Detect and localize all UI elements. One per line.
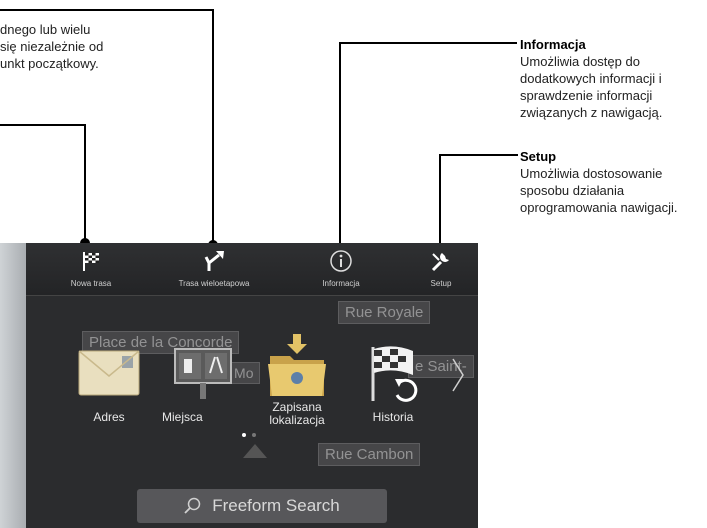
next-page-arrow-icon[interactable] (448, 355, 468, 395)
nowa-trasa-label: Nowa trasa (70, 279, 112, 288)
nowa-trasa-button[interactable]: Nowa trasa (41, 247, 141, 288)
page-dot-active (242, 433, 246, 437)
freeform-search-bar[interactable]: Freeform Search (137, 489, 387, 523)
informacja-button[interactable]: Informacja (291, 247, 391, 288)
wrench-icon (431, 253, 449, 272)
trasa-wieloetapowa-button[interactable]: Trasa wieloetapowa (164, 247, 264, 288)
callout-line: dnego lub wielu (0, 22, 91, 37)
callout-title: Setup (520, 149, 557, 164)
zapisana-lokalizacja-tile[interactable]: Zapisana lokalizacja (252, 331, 342, 427)
route-split-icon (204, 251, 224, 271)
search-placeholder: Freeform Search (212, 496, 340, 515)
callout-line: dodatkowych informacji i (520, 71, 662, 86)
historia-tile[interactable]: Historia (348, 343, 438, 424)
callout-setup: Setup Umożliwia dostosowanie sposobu dzi… (520, 148, 678, 216)
adres-label: Adres (93, 410, 125, 424)
callout-line: oprogramowania nawigacji. (520, 200, 678, 215)
street-label: Rue Royale (338, 301, 431, 324)
callout-line: Umożliwia dostosowanie (520, 166, 663, 181)
callout-line: się niezależnie od (0, 39, 104, 54)
label-line: lokalizacja (269, 413, 325, 427)
callout-multistop-text: dnego lub wielu się niezależnie od unkt … (0, 21, 103, 72)
callout-line: sposobu działania (520, 183, 625, 198)
top-toolbar: Nowa trasa Trasa wieloetapowa Informac (26, 243, 478, 296)
callout-line: Umożliwia dostęp do (520, 54, 640, 69)
folder-pin-icon (268, 334, 326, 396)
miejsca-tile[interactable]: Miejsca (158, 343, 248, 424)
history-flag-icon (371, 346, 418, 402)
callout-line: unkt początkowy. (0, 56, 99, 71)
map-edge (0, 243, 26, 528)
informacja-label: Informacja (322, 279, 360, 288)
callout-line: sprawdzenie informacji (520, 88, 653, 103)
callout-informacja: Informacja Umożliwia dostęp do dodatkowy… (520, 36, 662, 121)
street-label: e Saint- (408, 355, 474, 378)
checkered-flag-icon (83, 252, 99, 271)
page-dot (252, 433, 256, 437)
trasa-wieloetapowa-label: Trasa wieloetapowa (178, 279, 250, 288)
poi-board-icon (174, 348, 232, 399)
envelope-icon (78, 350, 140, 396)
zapisana-lokalizacja-label: Zapisana lokalizacja (252, 401, 342, 427)
info-icon (330, 250, 352, 272)
navigation-screen: Place de la Concorde Rue Royale Rue de M… (0, 243, 478, 528)
street-label: Rue Cambon (318, 443, 421, 466)
miejsca-label: Miejsca (162, 410, 203, 424)
position-marker-icon (243, 444, 267, 458)
callout-title: Informacja (520, 37, 586, 52)
callout-line: związanych z nawigacją. (520, 105, 663, 120)
pagination-dots (242, 433, 256, 437)
setup-button[interactable]: Setup (391, 247, 478, 288)
historia-label: Historia (372, 410, 414, 424)
adres-tile[interactable]: Adres (64, 343, 154, 424)
search-icon (184, 497, 201, 514)
setup-label: Setup (430, 279, 452, 288)
label-line: Zapisana (272, 400, 322, 414)
